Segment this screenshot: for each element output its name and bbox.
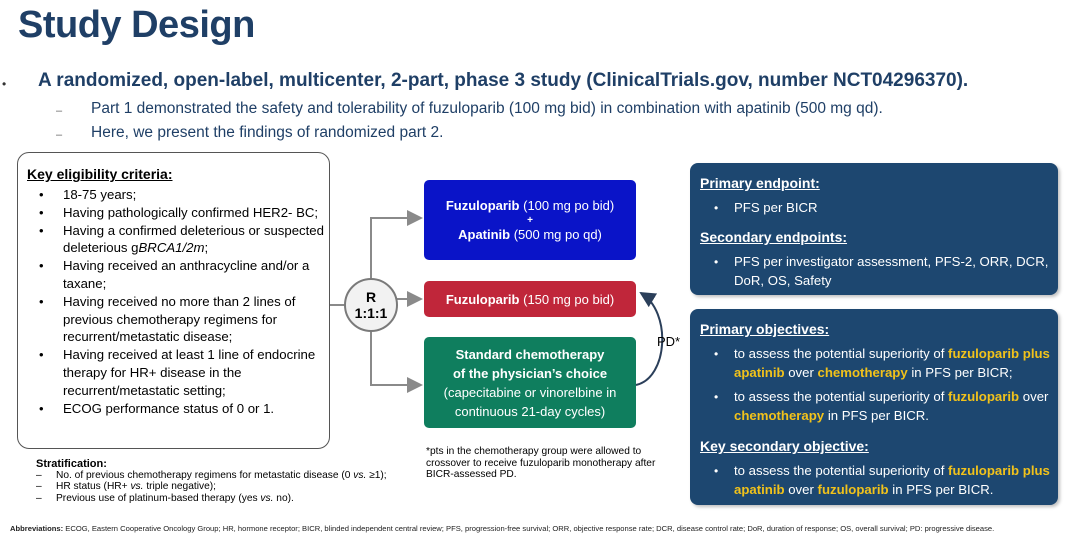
randomization-letter: R [365, 289, 377, 305]
eligibility-item: Having pathologically confirmed HER2- BC… [37, 204, 332, 222]
arm1-plus: + [527, 214, 533, 226]
secondary-endpoints-title: Secondary endpoints: [700, 229, 848, 245]
bullet: • [714, 201, 719, 215]
arm3-line4: continuous 21-day cycles) [454, 403, 606, 419]
stratification-list: No. of previous chemotherapy regimens fo… [36, 470, 416, 505]
eligibility-item: Having received no more than 2 lines of … [37, 293, 332, 346]
eligibility-item: ECOG performance status of 0 or 1. [37, 400, 332, 418]
eligibility-title: Key eligibility criteria: [27, 166, 173, 182]
arrow-to-arm3 [370, 331, 423, 393]
arm3-line3: (capecitabine or vinorelbine in [443, 384, 617, 400]
arm2-dose: (150 mg po bid) [519, 291, 615, 307]
subline-part1: Part 1 demonstrated the safety and toler… [91, 100, 883, 117]
primary-endpoint-title: Primary endpoint: [700, 175, 820, 191]
subline-dash: – [56, 105, 63, 117]
primary-objective-1: to assess the potential superiority of f… [734, 346, 1050, 380]
primary-endpoint-item: PFS per BICR [734, 200, 818, 215]
stratification-item: HR status (HR+ vs. triple negative); [36, 481, 416, 493]
arm-fuzuloparib: Fuzuloparib (150 mg po bid) [424, 281, 636, 317]
crossover-note: *pts in the chemotherapy group were allo… [426, 446, 656, 480]
stratification-item: No. of previous chemotherapy regimens fo… [36, 470, 416, 482]
primary-objective-2: to assess the potential superiority of f… [734, 389, 1049, 423]
arrow-to-arm1 [370, 210, 423, 279]
arm2-drug: Fuzuloparib [445, 291, 520, 307]
subline-dash: – [56, 129, 63, 141]
arm-chemotherapy: Standard chemotherapy of the physician’s… [424, 337, 636, 428]
arm1-dose1: (100 mg po bid) [519, 197, 615, 213]
randomization-ratio: 1:1:1 [354, 305, 388, 321]
endpoints-panel: Primary endpoint: • PFS per BICR Seconda… [690, 163, 1058, 295]
eligibility-item: 18-75 years; [37, 186, 332, 204]
arm1-drug1: Fuzuloparib [445, 197, 520, 213]
stratification-item: Previous use of platinum-based therapy (… [36, 493, 416, 505]
primary-objectives-title: Primary objectives: [700, 321, 830, 337]
key-secondary-objective: to assess the potential superiority of f… [734, 463, 1050, 497]
crossover-arrow [635, 291, 664, 386]
arm3-line1: Standard chemotherapy [455, 346, 605, 362]
slide-title: Study Design [18, 4, 255, 46]
subline-part2: Here, we present the findings of randomi… [91, 124, 444, 141]
bullet: • [714, 390, 719, 404]
crossover-label: PD* [657, 334, 681, 349]
eligibility-list: 18-75 years; Having pathologically confi… [37, 186, 332, 417]
eligibility-item: Having a confirmed deleterious or suspec… [37, 222, 332, 258]
arm3-line2: of the physician’s choice [452, 365, 608, 381]
bullet: • [714, 464, 719, 478]
study-headline: A randomized, open-label, multicenter, 2… [38, 70, 969, 91]
stratification-title: Stratification: [36, 458, 107, 470]
objectives-panel: Primary objectives: • to assess the pote… [690, 309, 1058, 505]
eligibility-item: Having received an anthracycline and/or … [37, 257, 332, 293]
key-secondary-objective-title: Key secondary objective: [700, 438, 869, 454]
headline-bullet: • [2, 77, 7, 91]
abbreviations-footer: Abbreviations: ECOG, Eastern Cooperative… [10, 524, 995, 533]
bullet: • [714, 255, 719, 269]
stratification-block: Stratification: No. of previous chemothe… [36, 458, 416, 505]
arm1-dose2: (500 mg po qd) [510, 226, 602, 242]
randomization-circle: R 1:1:1 [344, 278, 398, 332]
eligibility-item: Having received at least 1 line of endoc… [37, 346, 332, 399]
arm-fuzuloparib-apatinib: Fuzuloparib (100 mg po bid) + Apatinib (… [424, 180, 636, 260]
secondary-endpoint-item: PFS per investigator assessment, PFS-2, … [734, 254, 1049, 288]
bullet: • [714, 347, 719, 361]
arm1-drug2: Apatinib [458, 226, 511, 242]
